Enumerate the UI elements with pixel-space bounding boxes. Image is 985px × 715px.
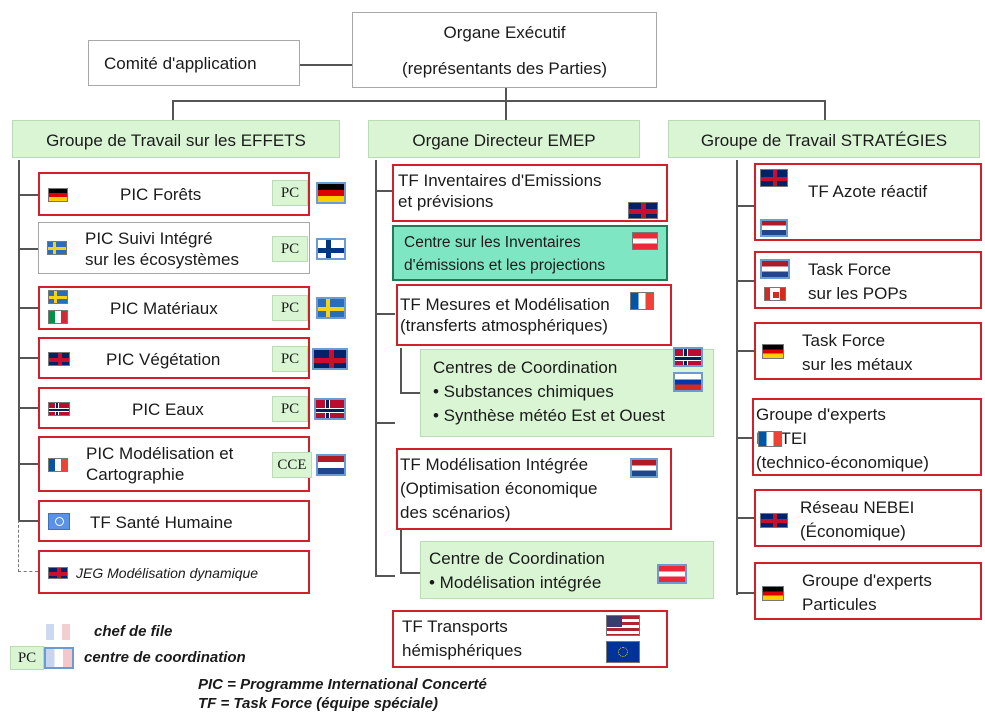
pic-waters-label: PIC Eaux <box>132 400 204 419</box>
tf-integrated-modelling-label: TF Modélisation Intégrée (Optimisation é… <box>400 455 598 522</box>
integrated-modelling-centre-label: Centre de Coordination • Modélisation in… <box>429 549 605 592</box>
flag-uk-icon <box>760 169 788 187</box>
cce-badge: CCE <box>272 452 312 478</box>
integrated-modelling-centre-box: Centre de Coordination • Modélisation in… <box>420 541 714 599</box>
tf-hemispheric-transport-label: TF Transports hémisphériques <box>402 617 523 660</box>
flag-uk-icon <box>48 567 68 579</box>
coordination-centres-label: Centres de Coordination • Substances chi… <box>433 358 665 425</box>
flag-norway-icon <box>314 398 346 420</box>
tf-metals-label: Task Force sur les métaux <box>802 331 913 374</box>
tf-human-health-box: TF Santé Humaine <box>38 500 310 542</box>
strategies-wg-header: Groupe de Travail STRATÉGIES <box>668 120 980 158</box>
pic-vegetation-box: PIC Végétation <box>38 337 310 379</box>
tf-integrated-modelling-box: TF Modélisation Intégrée (Optimisation é… <box>396 448 672 530</box>
implementation-committee-label: Comité d'application <box>104 54 257 73</box>
flag-italy-icon <box>48 310 68 324</box>
pic-modelling-label: PIC Modélisation et Cartographie <box>86 444 234 484</box>
pc-badge: PC <box>272 236 308 262</box>
tf-reactive-nitrogen-label: TF Azote réactif <box>808 182 928 201</box>
flag-netherlands-icon <box>760 219 788 237</box>
tf-pops-label: Task Force sur les POPs <box>808 260 908 303</box>
emissions-centre-label: Centre sur les Inventaires d'émissions e… <box>404 234 606 274</box>
legend-lead-label: chef de file <box>94 623 173 640</box>
flag-netherlands-icon <box>630 458 658 478</box>
effects-wg-title: Groupe de Travail sur les EFFETS <box>46 131 306 150</box>
particles-box: Groupe d'experts Particules <box>754 562 982 620</box>
flag-sweden-icon <box>316 297 346 319</box>
flag-austria-icon <box>657 564 687 584</box>
pic-waters-box: PIC Eaux <box>38 387 310 429</box>
flag-germany-icon <box>48 188 68 202</box>
flag-france-icon <box>758 431 782 447</box>
implementation-committee-box: Comité d'application <box>88 40 300 86</box>
pic-integrated-monitoring-label: PIC Suivi Intégré sur les écosystèmes <box>85 229 239 269</box>
flag-sweden-icon <box>48 290 68 304</box>
pic-forests-box: PIC Forêts <box>38 172 310 216</box>
executive-body-title: Organe Exécutif <box>443 23 566 42</box>
particles-label: Groupe d'experts Particules <box>802 571 932 614</box>
pic-integrated-monitoring-box: PIC Suivi Intégré sur les écosystèmes <box>38 222 310 274</box>
un-emblem-icon <box>48 513 70 530</box>
strategies-wg-title: Groupe de Travail STRATÉGIES <box>700 131 948 150</box>
effects-wg-header: Groupe de Travail sur les EFFETS <box>12 120 340 158</box>
legend-pc-badge: PC <box>10 646 44 670</box>
flag-uk-icon <box>48 352 70 366</box>
flag-russia-icon <box>673 372 703 392</box>
pc-badge: PC <box>272 346 308 372</box>
executive-body-box: Organe Exécutif (représentants des Parti… <box>352 12 657 88</box>
flag-netherlands-icon <box>316 454 346 476</box>
tf-measurement-box: TF Mesures et Modélisation (transferts a… <box>396 284 672 346</box>
pc-badge: PC <box>272 295 308 321</box>
flag-netherlands-icon <box>760 259 790 279</box>
nebei-label: Réseau NEBEI (Économique) <box>800 498 915 541</box>
tf-emission-inventories-box: TF Inventaires d'Emissions et prévisions <box>392 164 668 222</box>
flag-uk-icon <box>312 348 348 370</box>
flag-eu-icon <box>606 641 640 663</box>
legend-cc-flag-icon <box>44 647 74 669</box>
emissions-centre-box: Centre sur les Inventaires d'émissions e… <box>392 225 668 281</box>
flag-usa-icon <box>606 615 640 636</box>
jeg-label: JEG Modélisation dynamique <box>76 565 259 581</box>
pic-vegetation-label: PIC Végétation <box>106 350 221 369</box>
tf-reactive-nitrogen-box: TF Azote réactif <box>754 163 982 241</box>
emep-header: Organe Directeur EMEP <box>368 120 640 158</box>
tf-hemispheric-transport-box: TF Transports hémisphériques <box>392 610 668 668</box>
lead-flag-icon <box>46 624 70 640</box>
flag-finland-icon <box>316 238 346 260</box>
jeg-box: JEG Modélisation dynamique <box>38 550 310 594</box>
pc-badge: PC <box>272 180 308 206</box>
pic-materials-label: PIC Matériaux <box>110 299 218 318</box>
tf-pops-box: Task Force sur les POPs <box>754 251 982 309</box>
flag-france-icon <box>630 292 654 310</box>
coordination-centres-box: Centres de Coordination • Substances chi… <box>420 347 714 437</box>
pic-forests-label: PIC Forêts <box>120 185 202 204</box>
pic-modelling-box: PIC Modélisation et Cartographie <box>38 436 310 492</box>
legend-cc-label: centre de coordination <box>84 649 246 666</box>
flag-germany-icon <box>762 344 784 359</box>
nebei-box: Réseau NEBEI (Économique) <box>754 489 982 547</box>
flag-germany-icon <box>762 586 784 601</box>
tf-emission-inventories-label: TF Inventaires d'Emissions et prévisions <box>398 171 602 211</box>
emep-title: Organe Directeur EMEP <box>412 131 596 150</box>
flag-sweden-icon <box>47 241 67 255</box>
flag-uk-icon <box>628 202 658 219</box>
pc-badge: PC <box>272 396 308 422</box>
tf-human-health-label: TF Santé Humaine <box>90 513 233 532</box>
tf-metals-box: Task Force sur les métaux <box>754 322 982 380</box>
flag-france-icon <box>48 458 68 472</box>
pic-materials-box: PIC Matériaux <box>38 286 310 330</box>
tf-measurement-label: TF Mesures et Modélisation (transferts a… <box>400 295 610 335</box>
flag-norway-icon <box>673 347 703 367</box>
egtei-box: Groupe d'experts EGTEI (technico-économi… <box>752 398 982 476</box>
legend-tf-definition: TF = Task Force (équipe spéciale) <box>198 695 438 712</box>
flag-austria-icon <box>632 232 658 250</box>
executive-body-subtitle: (représentants des Parties) <box>401 59 608 78</box>
flag-canada-icon <box>764 287 786 301</box>
flag-norway-icon <box>48 402 70 416</box>
flag-uk-icon <box>760 513 788 528</box>
flag-germany-icon <box>316 182 346 204</box>
legend-pic-definition: PIC = Programme International Concerté <box>198 676 487 693</box>
